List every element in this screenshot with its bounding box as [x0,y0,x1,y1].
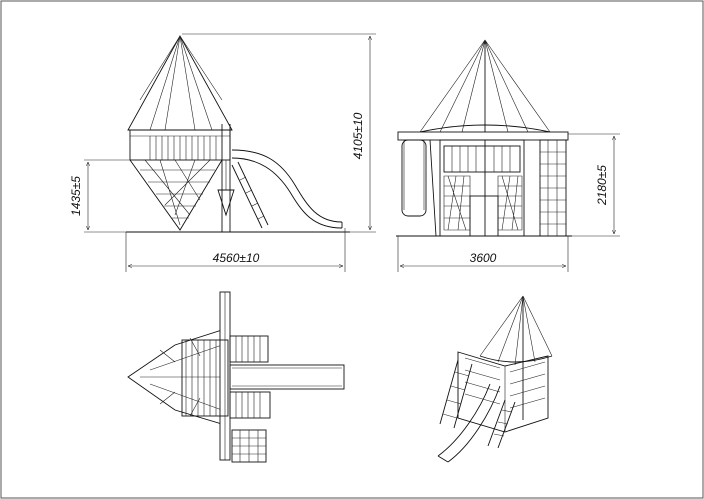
front-tower [439,139,525,237]
iso-view [437,295,553,463]
front-top-beam [397,131,569,141]
side-ladder [231,161,269,229]
dim-total-height-label: 4105±10 [351,112,365,159]
side-swing [217,160,235,217]
top-bench-upper [229,335,269,363]
front-climbing-net [539,139,567,237]
front-view: 2180±5 3600 [396,39,620,272]
top-bench-lower [229,391,271,419]
iso-tower [457,351,549,433]
front-swing [401,139,437,237]
dim-platform-height: 1435±5 [69,159,150,233]
side-railing [129,124,231,232]
side-slide [231,149,343,229]
top-ladder [231,429,267,463]
top-deck [181,339,229,417]
top-ship-bow [127,329,223,425]
top-view [127,291,345,463]
iso-climbing-ladder [439,359,473,429]
side-hull-net [129,159,223,231]
iso-roof-sail [479,295,553,420]
dim-side-width: 4560±10 [125,228,346,272]
dim-front-height-label: 2180±5 [595,165,609,206]
side-view: 4105±10 1435±5 4560±10 [69,33,376,272]
side-roof-sail [127,35,233,131]
dim-side-width-label: 4560±10 [213,251,260,265]
dim-platform-height-label: 1435±5 [69,176,83,216]
dim-front-width-label: 3600 [470,251,497,265]
iso-ramp-ladder [487,399,516,449]
dim-total-height: 4105±10 [182,33,376,233]
iso-slide [437,383,501,463]
top-slide [229,364,345,390]
dim-front-height: 2180±5 [568,133,620,237]
dim-front-width: 3600 [397,236,569,272]
